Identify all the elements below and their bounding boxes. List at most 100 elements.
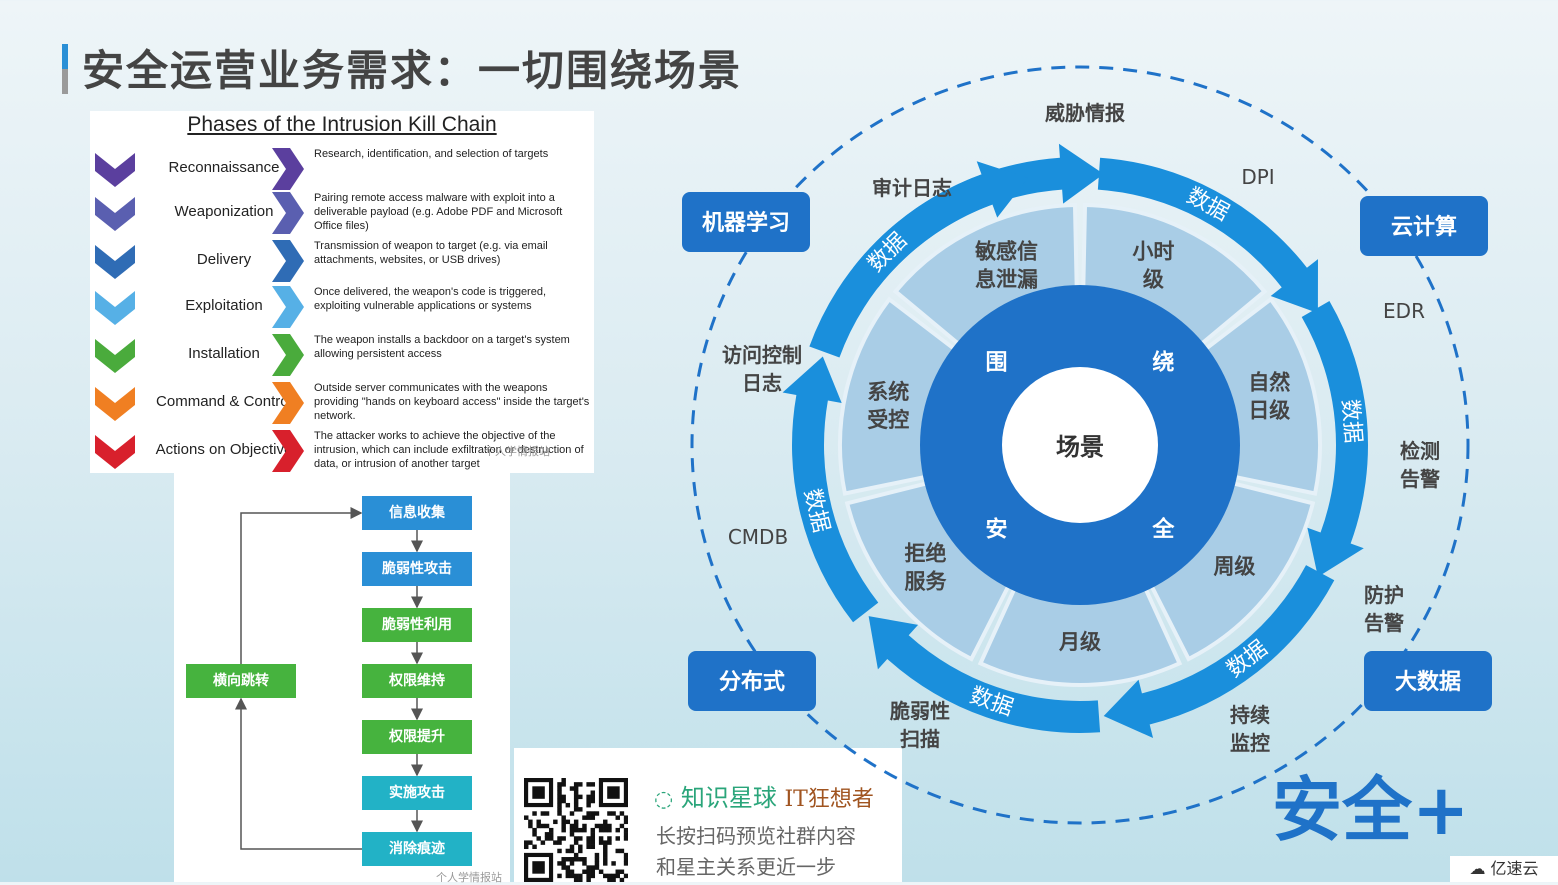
segment-label: 周级 <box>1213 555 1255 579</box>
tech-box-label: 大数据 <box>1395 669 1461 695</box>
outer-label: EDR <box>1383 299 1425 323</box>
flow-step: 实施攻击 <box>362 776 472 810</box>
security-plus-logo: 安全+ <box>1272 768 1471 852</box>
flow-loop-top <box>240 507 363 664</box>
flowchart-connectors <box>235 507 423 850</box>
kill-chain-row: Installation The weapon installs a backd… <box>90 333 594 379</box>
refresh-icon: ◌ <box>654 787 674 812</box>
svg-text:安全+: 安全+ <box>1272 769 1462 848</box>
qr-brand: ◌ 知识星球 IT狂想者 <box>654 778 874 813</box>
chevron-right-icon <box>272 240 304 282</box>
kill-chain-phase: Delivery <box>196 251 252 268</box>
tech-box <box>688 651 816 711</box>
yisu-text: 亿速云 <box>1490 859 1539 878</box>
kill-chain-panel: Phases of the Intrusion Kill Chain Recon… <box>90 111 594 473</box>
cloud-icon: ☁ <box>1469 859 1486 878</box>
tech-box-label: 云计算 <box>1391 214 1457 240</box>
flow-step: 消除痕迹 <box>362 832 472 866</box>
outer-label: 监控 <box>1230 731 1270 755</box>
kill-chain-phase: Exploitation <box>185 297 263 314</box>
outer-label: 审计日志 <box>872 176 952 200</box>
kill-chain-phase: Weaponization <box>174 203 274 220</box>
kill-chain-title: Phases of the Intrusion Kill Chain <box>187 113 497 136</box>
ring-char: 围 <box>986 351 1008 376</box>
data-flow-arrow <box>1097 157 1318 314</box>
segment-label: 拒绝 <box>905 542 947 566</box>
yisu-watermark: ☁ 亿速云 <box>1450 856 1558 882</box>
attack-flowchart: 信息收集脆弱性攻击脆弱性利用权限维持权限提升实施攻击消除痕迹 横向跳转 个人学情报… <box>174 473 510 884</box>
flow-step: 权限维持 <box>362 664 472 698</box>
chevron-right-icon <box>272 430 304 472</box>
flow-step: 脆弱性攻击 <box>362 552 472 586</box>
kill-chain-row: Weaponization Pairing remote access malw… <box>90 191 594 237</box>
kill-chain-row: Delivery Transmission of weapon to targe… <box>90 239 594 285</box>
segment-label: 自然 <box>1248 370 1290 394</box>
data-flow-arrow <box>1103 565 1335 739</box>
outer-dashed-ring <box>690 65 1470 825</box>
segment-label: 日级 <box>1248 398 1290 422</box>
qr-line-1: 长按扫码预览社群内容 <box>656 824 856 848</box>
kill-chain-row: Actions on Objective The attacker works … <box>90 429 594 475</box>
center-label: 场景 <box>1056 433 1104 461</box>
qr-code-icon[interactable] <box>524 778 628 882</box>
kill-chain-phase: Command & Control <box>156 393 292 410</box>
chevron-right-icon <box>272 382 304 424</box>
kill-chain-desc: Pairing remote access malware with explo… <box>314 192 563 232</box>
data-flow-arrow <box>868 616 1101 733</box>
kill-chain-phase: Actions on Objective <box>155 441 293 458</box>
tech-box <box>1364 651 1492 711</box>
scenario-wheel: 场景围绕安全敏感信息泄漏小时级自然日级周级月级拒绝服务系统受控数据数据数据数据数… <box>682 65 1492 825</box>
kill-chain-desc: Once delivered, the weapon's code is tri… <box>314 286 547 312</box>
chevron-down-icon <box>95 153 135 187</box>
flow-step: 脆弱性利用 <box>362 608 472 642</box>
tech-box-label: 分布式 <box>719 669 785 695</box>
outer-label: CMDB <box>728 525 788 549</box>
outer-label: 防护 <box>1364 583 1404 607</box>
kill-chain-desc: The attacker works to achieve the object… <box>314 430 584 470</box>
qr-brand-name: 知识星球 <box>680 784 777 812</box>
outer-label: 扫描 <box>900 727 940 751</box>
kill-chain-desc: Outside server communicates with the wea… <box>314 382 590 422</box>
chevron-down-icon <box>95 387 135 421</box>
chevron-down-icon <box>95 339 135 373</box>
logo-mark: 安全+ <box>1272 769 1471 851</box>
tech-box-label: 机器学习 <box>702 210 790 236</box>
data-flow-arrow <box>782 356 879 623</box>
chevron-right-icon <box>272 334 304 376</box>
outer-label: 持续 <box>1230 703 1270 727</box>
segment-label: 小时 <box>1132 239 1174 263</box>
chevron-down-icon <box>95 245 135 279</box>
flow-side-step: 横向跳转 <box>186 664 296 698</box>
segment-label: 受控 <box>867 408 909 432</box>
qr-panel: ◌ 知识星球 IT狂想者 长按扫码预览社群内容 和星主关系更近一步 <box>514 748 902 882</box>
chevron-down-icon <box>95 291 135 325</box>
outer-label: 威胁情报 <box>1045 101 1125 125</box>
tech-box <box>1360 196 1488 256</box>
kill-chain-watermark: 个人学情报站 <box>484 445 550 458</box>
chevron-down-icon <box>95 435 135 469</box>
flow-step: 权限提升 <box>362 720 472 754</box>
data-flow-arrow <box>1301 301 1368 577</box>
chevron-right-icon <box>272 148 304 190</box>
outer-label: 脆弱性 <box>890 699 950 723</box>
segment-label: 敏感信 <box>974 239 1038 263</box>
ring-char: 安 <box>986 516 1008 542</box>
center-circle <box>1002 367 1158 523</box>
data-flow-arrow <box>853 143 1104 288</box>
data-flow-arrow <box>809 161 1029 358</box>
kill-chain-desc: The weapon installs a backdoor on a targ… <box>314 334 570 360</box>
page-title: 安全运营业务需求：一切围绕场景 <box>82 46 743 95</box>
kill-chain-row: Command & Control Outside server communi… <box>90 381 594 427</box>
segment-label: 级 <box>1143 267 1164 291</box>
chevron-right-icon <box>272 286 304 328</box>
flow-step: 信息收集 <box>362 496 472 530</box>
kill-chain-phase: Installation <box>188 345 260 362</box>
kill-chain-desc: Research, identification, and selection … <box>314 148 549 160</box>
outer-label: 告警 <box>1400 467 1440 491</box>
flowchart-watermark: 个人学情报站 <box>436 871 502 884</box>
outer-label: 访问控制 <box>722 343 802 367</box>
title-accent-bar <box>62 44 68 94</box>
kill-chain-phase: Reconnaissance <box>168 159 280 176</box>
segment-label: 系统 <box>867 380 909 404</box>
chevron-down-icon <box>95 197 135 231</box>
